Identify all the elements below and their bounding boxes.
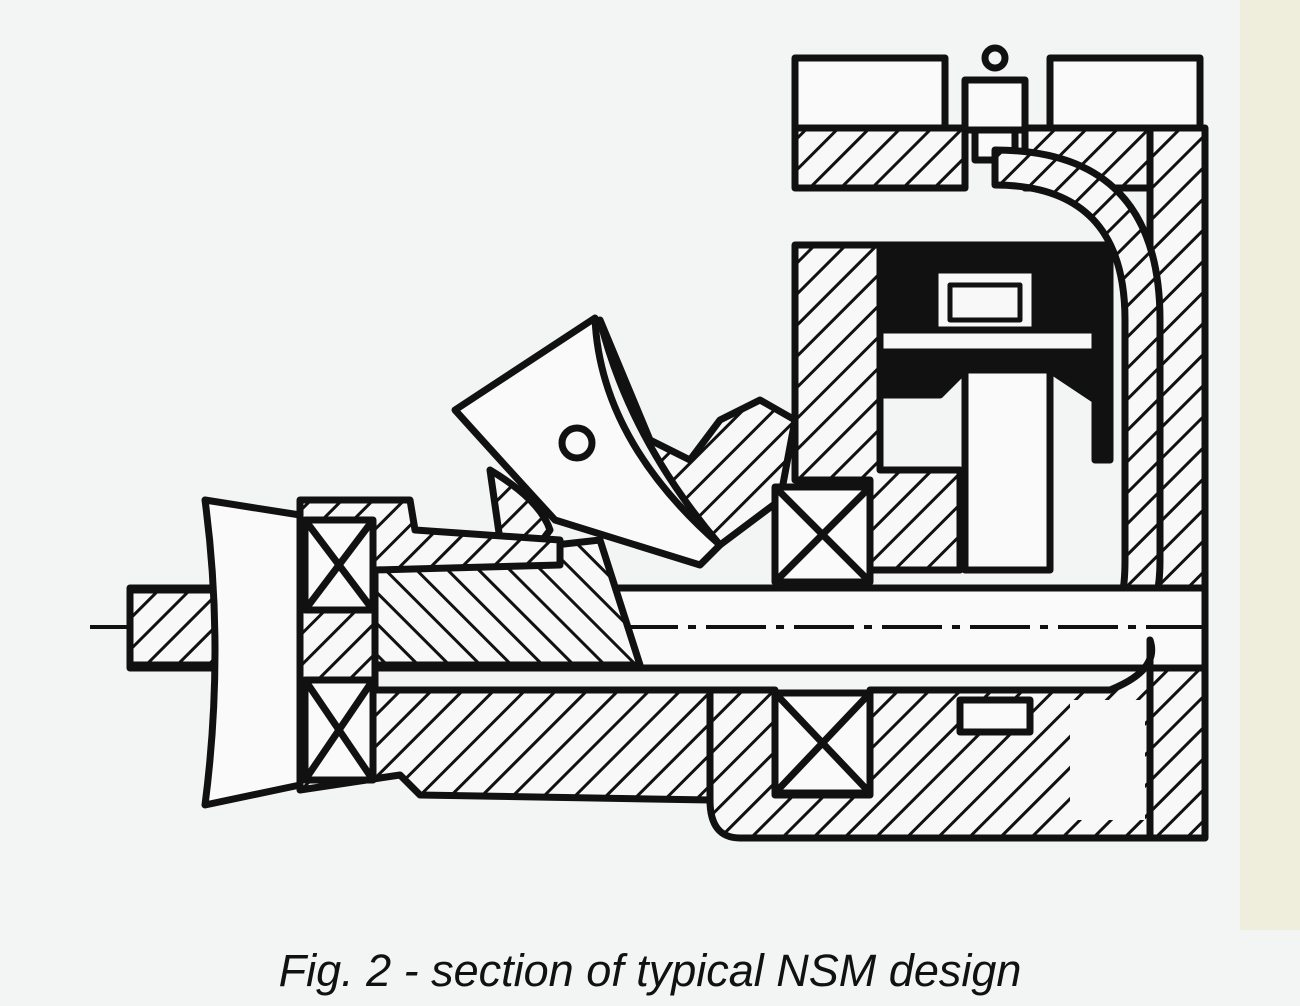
- bearing-lower: [771, 689, 874, 797]
- pulley: [201, 496, 304, 809]
- page-edge: [1240, 0, 1300, 930]
- pivot-hole: [558, 424, 596, 462]
- piston-rod: [961, 366, 1054, 574]
- section-drawing: [90, 44, 1215, 842]
- figure-caption: Fig. 2 - section of typical NSM design: [278, 945, 1022, 996]
- top-box-left: [791, 54, 949, 132]
- bearing-upper: [771, 483, 874, 586]
- bearing-front-upper: [301, 516, 377, 614]
- bearing-front-lower: [301, 676, 377, 784]
- rear-housing: [706, 636, 1155, 842]
- top-box-right: [1046, 54, 1204, 132]
- valve: [961, 44, 1029, 164]
- top-plate: [791, 124, 969, 192]
